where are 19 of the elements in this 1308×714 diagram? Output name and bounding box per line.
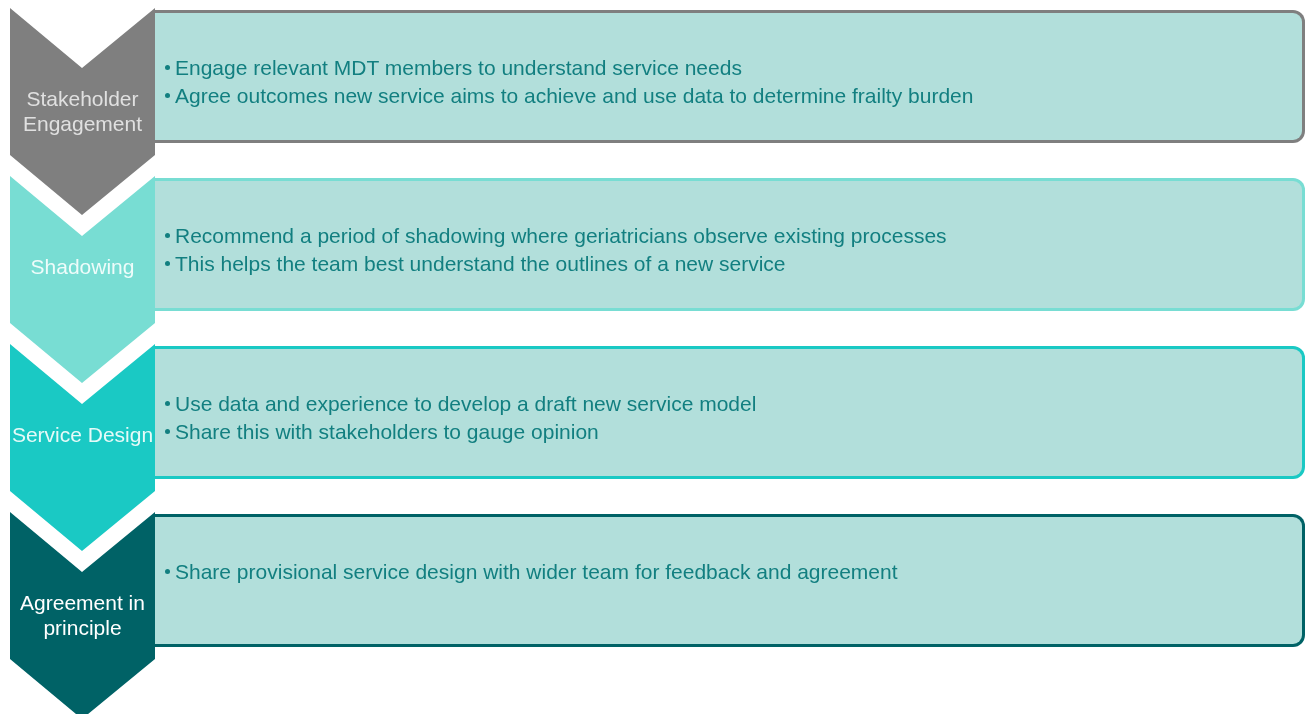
chevron-shape xyxy=(10,344,155,551)
step-box xyxy=(155,346,1305,479)
step-box xyxy=(155,10,1305,143)
bullet-text: Engage relevant MDT members to understand service needs xyxy=(175,55,742,80)
step-label: Service Design xyxy=(10,422,155,447)
step-box xyxy=(155,514,1305,647)
bullet-text: Use data and experience to develop a draft new service model xyxy=(175,391,757,416)
chevron-shape xyxy=(10,512,155,714)
bullet-text: Agree outcomes new service aims to achieve and use data to determine frailty burden xyxy=(175,83,974,108)
step-label: Shadowing xyxy=(29,254,136,279)
step-box xyxy=(155,178,1305,311)
step-label: Agreement in principle xyxy=(19,590,146,640)
bullet-text: This helps the team best understand the outlines of a new service xyxy=(175,251,786,276)
chevron-shape xyxy=(10,8,155,215)
bullet-text: Share this with stakeholders to gauge opinion xyxy=(175,419,599,444)
step-label: Stakeholder Engagement xyxy=(21,86,144,136)
bullet-text: Share provisional service design with wider team for feedback and agreement xyxy=(175,559,898,584)
bullet-text: Recommend a period of shadowing where geriatricians observe existing processes xyxy=(175,223,947,248)
chevron-shape xyxy=(10,176,155,383)
